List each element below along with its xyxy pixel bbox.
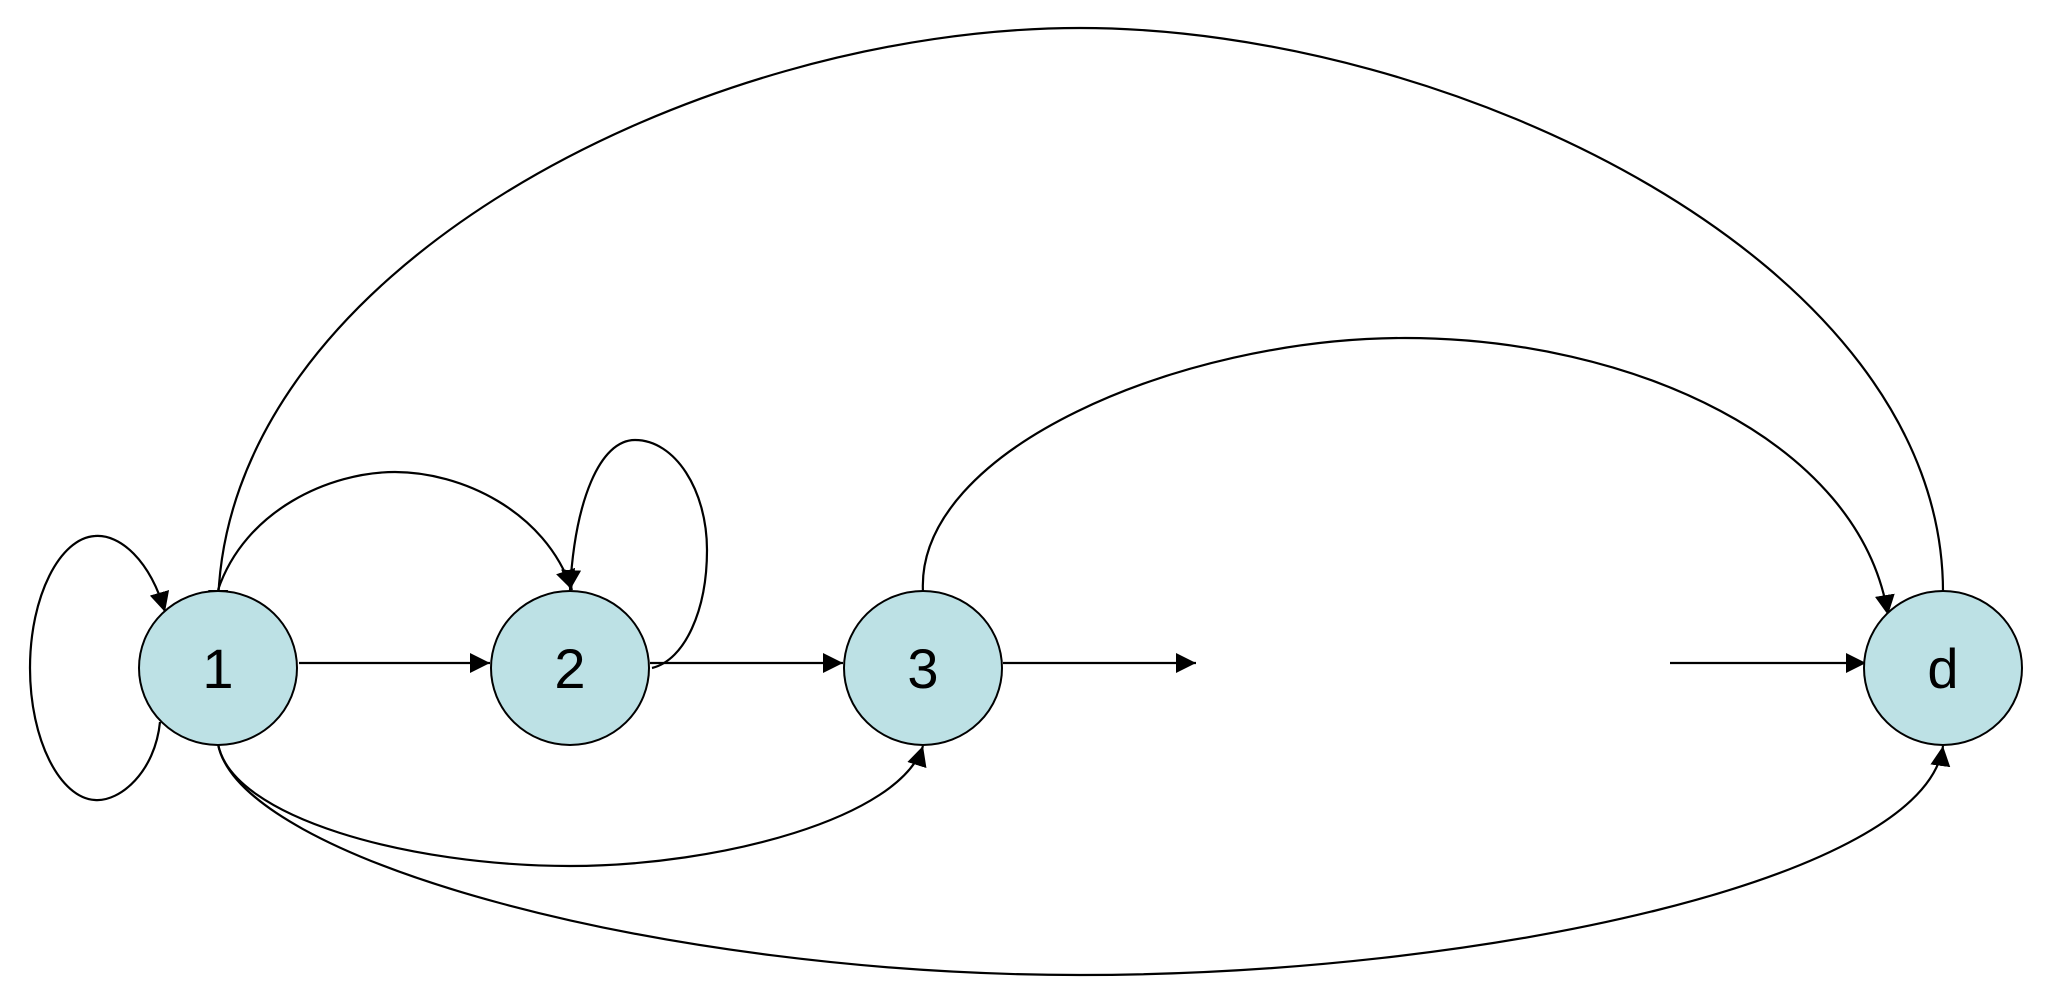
edge-d-to-1-arc: [208, 26, 1945, 611]
edge-1-to-3-arc: [216, 743, 927, 868]
edge-1-self-loop: [28, 534, 170, 802]
edge-2-self-loop: [561, 438, 709, 670]
node-d: d: [1863, 590, 2023, 746]
node-2-label: 2: [554, 637, 585, 700]
edge-1-to-2-arc: [216, 470, 576, 591]
node-2: 2: [490, 590, 650, 746]
node-1-label: 1: [202, 637, 233, 700]
node-2-circle: [490, 590, 650, 746]
edge-1-to-d-arc: [216, 743, 1951, 977]
node-d-label: d: [1927, 637, 1958, 700]
node-d-circle: [1863, 590, 2023, 746]
node-1: 1: [138, 590, 298, 746]
node-3: 3: [843, 590, 1003, 746]
node-3-circle: [843, 590, 1003, 746]
node-3-label: 3: [907, 637, 938, 700]
node-1-circle: [138, 590, 298, 746]
edge-3-to-d-arc: [921, 336, 1895, 616]
